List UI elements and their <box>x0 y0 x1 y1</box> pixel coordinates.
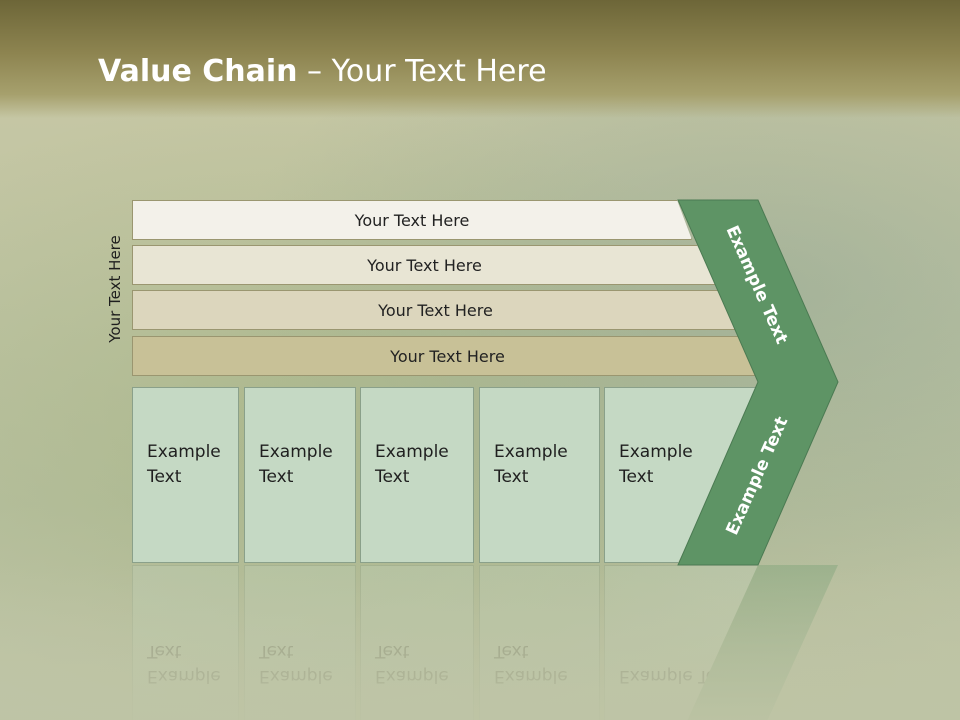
band-1-label: Your Text Here <box>354 210 470 230</box>
band-3-label: Your Text Here <box>378 300 493 320</box>
column-4-label: Example Text <box>494 442 568 487</box>
column-1-label: Example Text <box>147 442 221 487</box>
chevron-shape <box>677 199 839 566</box>
column-3-label: Example Text <box>375 442 449 487</box>
column-4: Example Text <box>479 387 600 563</box>
column-2-label: Example Text <box>259 442 333 487</box>
band-4: Your Text Here <box>132 336 763 376</box>
column-1: Example Text <box>132 387 239 563</box>
column-3: Example Text <box>360 387 474 563</box>
band-2-label: Your Text Here <box>367 255 482 275</box>
title-bold: Value Chain <box>98 54 298 89</box>
column-5-label: Example Text <box>619 442 693 487</box>
title-rest: – Your Text Here <box>297 54 547 89</box>
band-3: Your Text Here <box>132 290 739 330</box>
band-2: Your Text Here <box>132 245 717 285</box>
band-4-label: Your Text Here <box>390 346 505 366</box>
column-2: Example Text <box>244 387 356 563</box>
slide-title: Value Chain – Your Text Here <box>98 54 547 89</box>
header-bar <box>0 0 960 118</box>
